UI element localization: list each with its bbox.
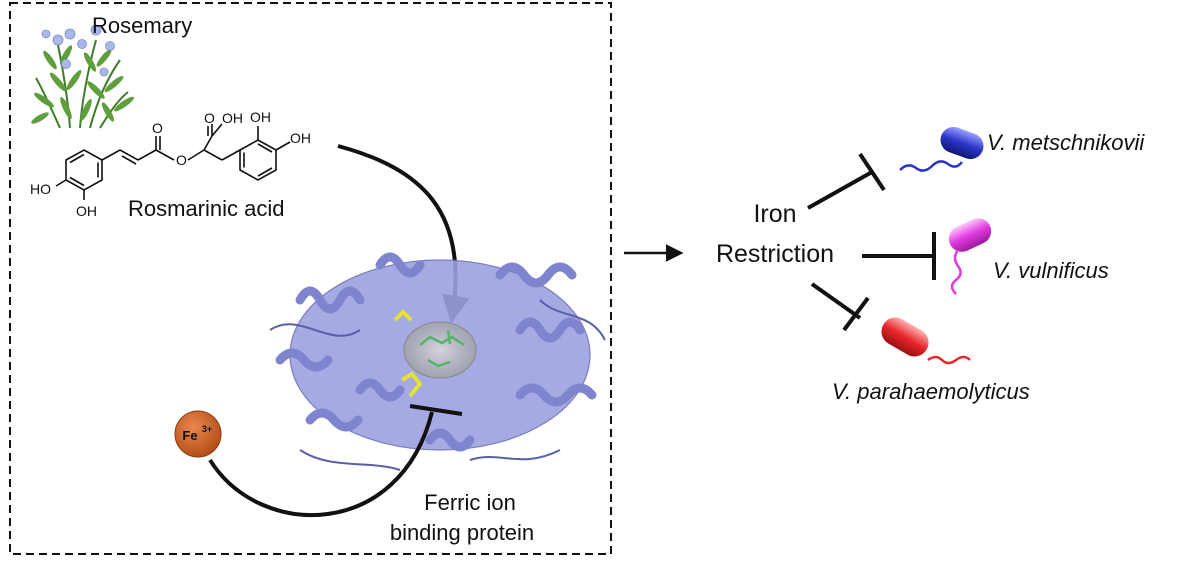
ion-symbol: Fe bbox=[182, 428, 197, 443]
rosmarinic-acid-structure bbox=[55, 123, 291, 200]
effect-line2: Restriction bbox=[716, 240, 834, 268]
inhibit-tbar-1 bbox=[858, 152, 886, 192]
atom-o-carbonyl: O bbox=[152, 120, 163, 136]
atom-o-ester: O bbox=[176, 152, 187, 168]
compound-label: Rosmarinic acid bbox=[128, 196, 285, 221]
bacterium-red-body bbox=[881, 317, 929, 357]
species-label-2: V. vulnificus bbox=[993, 258, 1109, 283]
species-label-3: V. parahaemolyticus bbox=[832, 379, 1030, 404]
binding-pocket bbox=[403, 321, 477, 379]
atom-ho-1: HO bbox=[30, 181, 51, 197]
inhibition-lines bbox=[807, 152, 936, 332]
protein-label-line1: Ferric ion bbox=[424, 490, 516, 515]
inhibit-line-3 bbox=[810, 282, 862, 320]
atom-o-acid: O bbox=[204, 110, 215, 126]
inhibit-tbar-3 bbox=[842, 296, 870, 332]
bacterium-red-icon bbox=[881, 317, 971, 365]
chem-atom-labels: HO OH O O O OH OH OH bbox=[30, 109, 311, 219]
bacterium-pink-icon bbox=[948, 218, 992, 295]
effect-line1: Iron bbox=[753, 200, 796, 228]
atom-oh-3: OH bbox=[290, 130, 311, 146]
protein-label-line2: binding protein bbox=[390, 520, 534, 545]
dashed-box bbox=[9, 2, 612, 555]
plant-label: Rosemary bbox=[92, 13, 192, 38]
ferric-ion-icon: Fe 3+ bbox=[174, 410, 222, 458]
ion-charge: 3+ bbox=[202, 424, 212, 434]
inhibit-line-1 bbox=[807, 170, 873, 210]
ligand-in-pocket bbox=[419, 329, 465, 368]
protein-structure-illustration bbox=[269, 252, 606, 471]
species-label-1: V. metschnikovii bbox=[987, 130, 1145, 155]
bacterium-blue-body bbox=[940, 126, 984, 160]
bacterium-pink-body bbox=[948, 218, 992, 252]
atom-oh-acid: OH bbox=[222, 110, 243, 126]
bacterium-blue-icon bbox=[899, 126, 984, 172]
ion-binding-arc bbox=[208, 411, 434, 518]
rosemary-plant-illustration bbox=[31, 24, 134, 129]
ion-block-bar bbox=[409, 404, 463, 416]
atom-oh-1: OH bbox=[76, 203, 97, 219]
atom-oh-2: OH bbox=[250, 109, 271, 125]
